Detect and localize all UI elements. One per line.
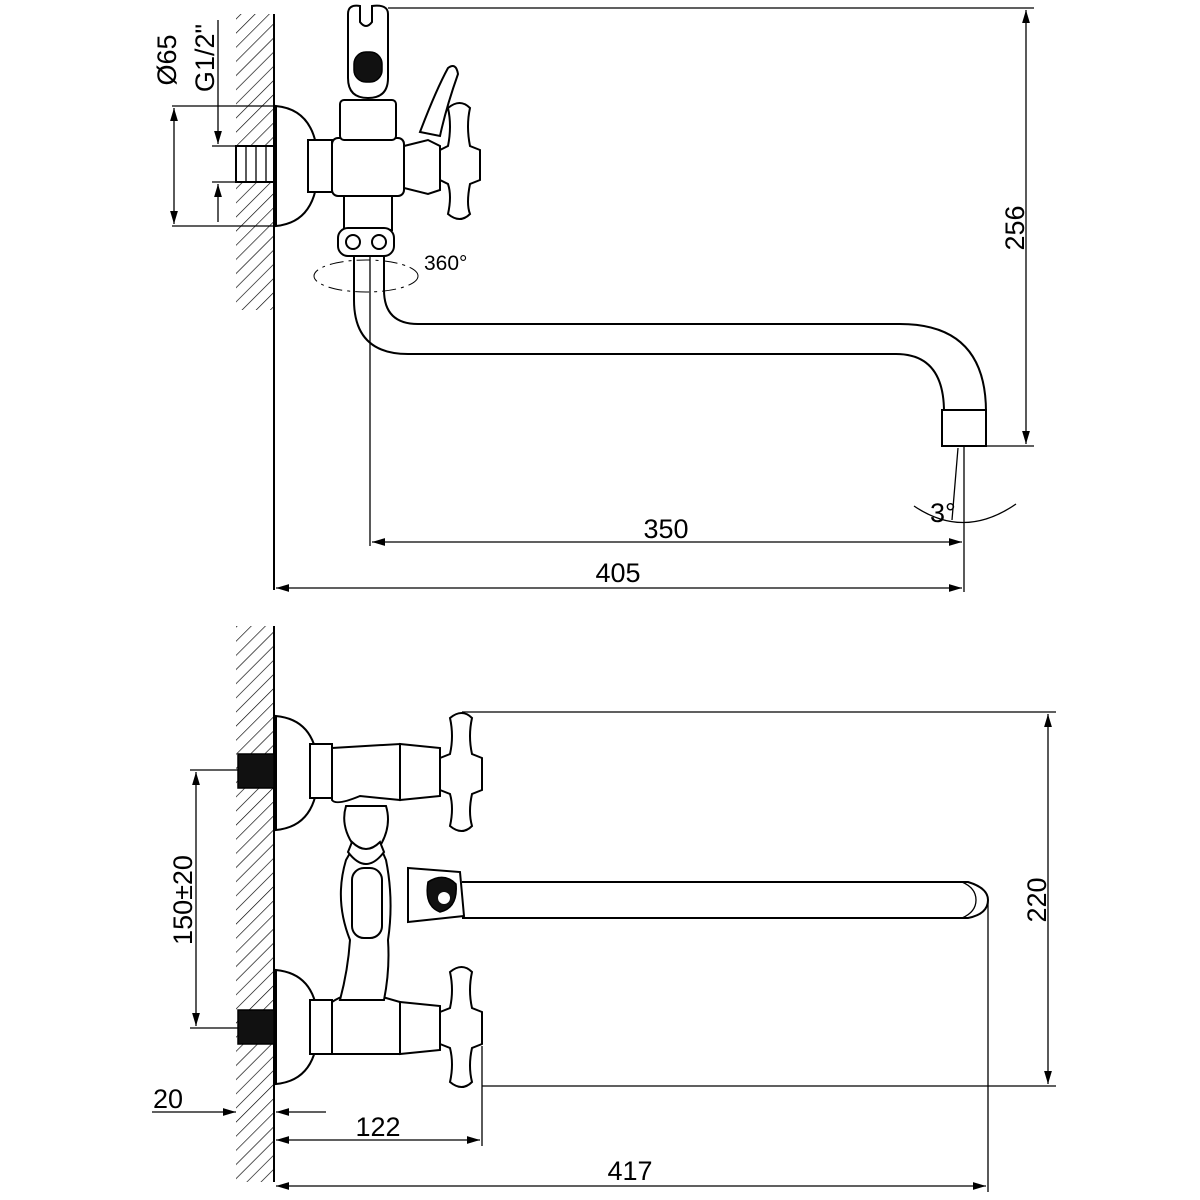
total-length-label: 417 [607, 1156, 652, 1186]
total-reach-label: 405 [595, 558, 640, 588]
thread-label: G1/2" [190, 24, 220, 92]
centers-label: 150±20 [168, 855, 198, 945]
aerator [941, 409, 987, 447]
cross-handle-side[interactable] [439, 102, 481, 220]
spout-top [462, 881, 990, 919]
thread-depth-label: 20 [153, 1084, 183, 1114]
cross-handle-upper[interactable] [439, 712, 483, 832]
wall-hatch-bottom [236, 626, 274, 1182]
width-label: 220 [1022, 877, 1052, 922]
pipe-diameter-label: Ø65 [152, 34, 182, 85]
spout-side [353, 256, 945, 413]
cross-handle-lower[interactable] [439, 966, 483, 1088]
inlet-upper [237, 753, 275, 789]
mixer-body [331, 137, 405, 197]
spout-reach-label: 350 [643, 514, 688, 544]
height-label: 256 [1000, 205, 1030, 250]
tilt-label: 3° [930, 498, 956, 528]
diverter-lever[interactable] [418, 65, 460, 138]
tilt-arc [913, 503, 1017, 524]
rotation-ellipse [313, 259, 419, 293]
handle-reach-label: 122 [355, 1112, 400, 1142]
top-view: 220 150±20 20 122 417 [152, 626, 1056, 1192]
inlet-thread [235, 145, 275, 183]
rotation-label: 360° [424, 252, 467, 275]
side-view: 360° 256 3° 350 405 Ø65 G1/2" [152, 4, 1034, 592]
inlet-lower [237, 1009, 275, 1045]
